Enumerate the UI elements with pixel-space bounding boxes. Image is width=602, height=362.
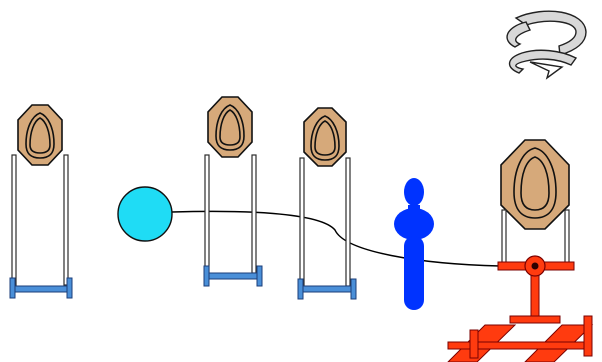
- target-plate: [500, 139, 570, 230]
- person-silhouette: [394, 178, 434, 310]
- rotating-target-mount: [447, 139, 594, 362]
- target-plate: [17, 104, 63, 166]
- target-stand-1: [9, 104, 73, 299]
- stand-base: [9, 277, 73, 299]
- stand-base: [297, 278, 357, 300]
- stand-legs: [299, 157, 351, 287]
- stand-legs: [204, 154, 257, 274]
- target-stand-3: [297, 107, 357, 300]
- rotate-icon: [506, 10, 587, 80]
- target-plate: [303, 107, 347, 167]
- ball-marker: [117, 186, 173, 242]
- target-plate: [207, 96, 253, 158]
- mount-frame: [447, 261, 594, 362]
- stand-base: [203, 265, 263, 287]
- stand-legs: [11, 154, 69, 286]
- mount-pivot: [524, 255, 546, 277]
- path-line: [171, 210, 535, 267]
- target-stand-2: [203, 96, 263, 287]
